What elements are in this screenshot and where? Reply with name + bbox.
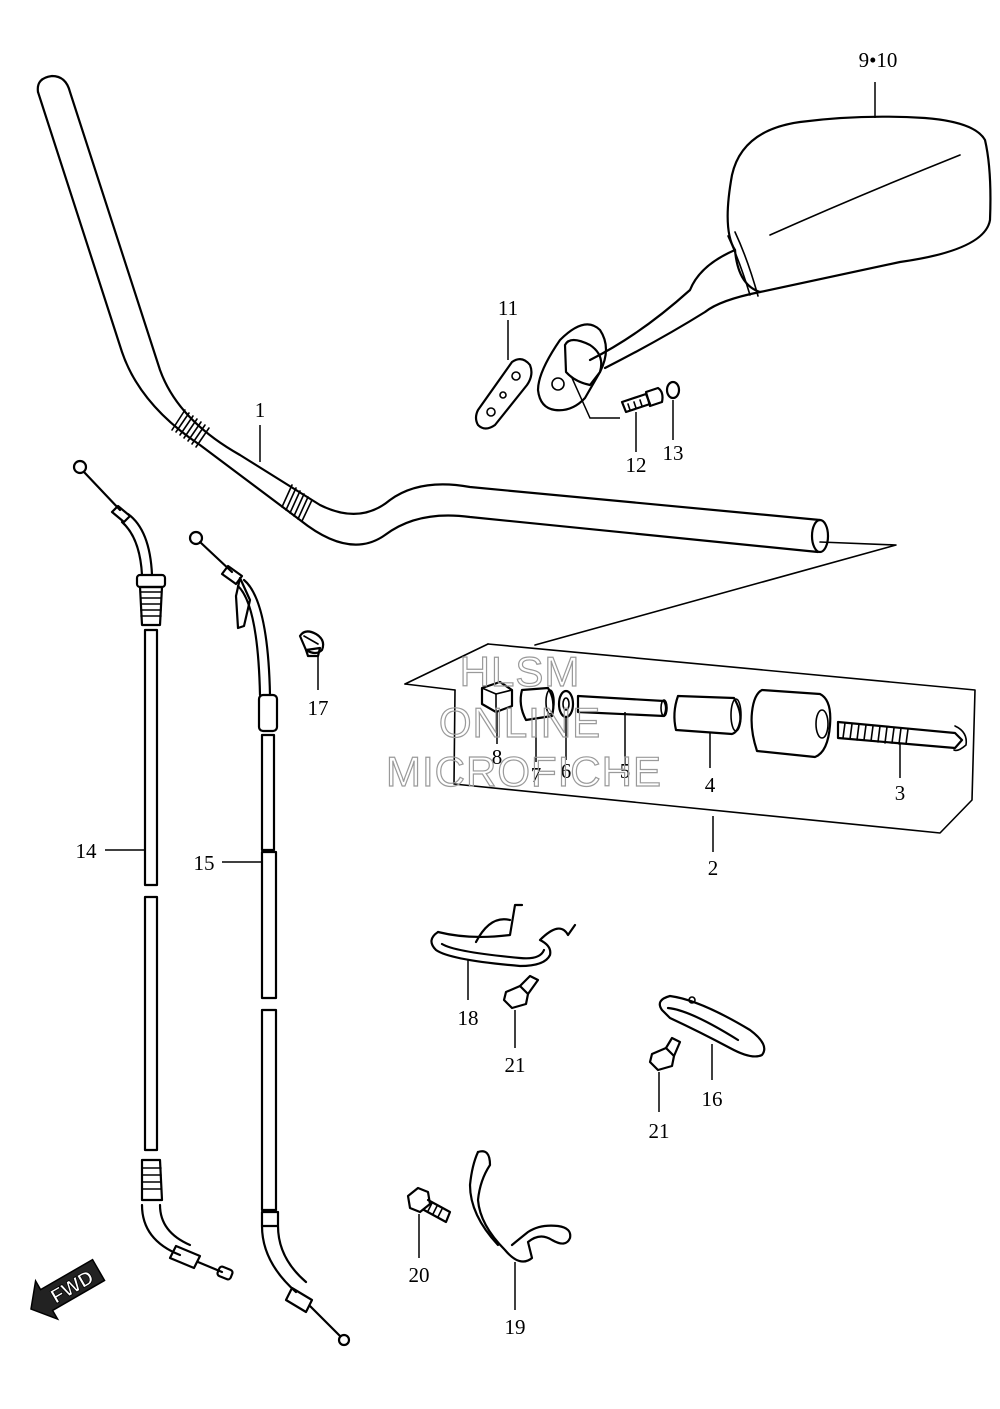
callout-6: 6 bbox=[561, 759, 572, 783]
callout-11: 11 bbox=[498, 296, 518, 320]
callout-13: 13 bbox=[663, 441, 684, 465]
callout-3: 3 bbox=[895, 781, 906, 805]
bar-end-bolt bbox=[836, 720, 968, 778]
watermark-line-2: ONLINE bbox=[439, 699, 601, 746]
callout-19: 19 bbox=[505, 1315, 526, 1339]
handlebar-knurling bbox=[171, 409, 313, 522]
callout-4: 4 bbox=[705, 773, 716, 797]
bar-end-sleeve bbox=[576, 694, 668, 764]
bar-end-weight bbox=[750, 688, 832, 759]
callout-8: 8 bbox=[492, 745, 503, 769]
mirror-cap bbox=[665, 380, 681, 440]
clip-19 bbox=[468, 1150, 572, 1310]
callout-21a: 21 bbox=[505, 1053, 526, 1077]
callout-9-10: 9•10 bbox=[859, 48, 898, 72]
throttle-cable-15 bbox=[188, 530, 351, 1347]
mirror-assembly bbox=[536, 82, 992, 419]
mirror-bracket-plate bbox=[474, 320, 533, 430]
clamp-16 bbox=[658, 994, 766, 1080]
mirror-bolt bbox=[620, 386, 664, 452]
callout-12: 12 bbox=[626, 453, 647, 477]
callout-7: 7 bbox=[531, 763, 542, 787]
bolt-20 bbox=[406, 1186, 452, 1258]
bar-end-washer bbox=[557, 689, 575, 760]
callout-21b: 21 bbox=[649, 1119, 670, 1143]
watermark-line-1: HLSM bbox=[460, 648, 581, 695]
callout-1: 1 bbox=[255, 398, 266, 422]
fwd-arrow: FWD bbox=[30, 1258, 106, 1321]
callout-2: 2 bbox=[708, 856, 719, 880]
callout-14: 14 bbox=[76, 839, 98, 863]
bar-end-rubber bbox=[519, 686, 555, 762]
bar-end-box bbox=[404, 541, 976, 852]
bar-end-nut bbox=[480, 680, 514, 744]
throttle-cable-14 bbox=[72, 459, 234, 1281]
callout-16: 16 bbox=[702, 1087, 723, 1111]
watermark-line-3: MICROFICHE bbox=[386, 748, 662, 795]
callout-labels: 1 9•10 11 12 13 8 7 6 5 4 3 2 14 15 17 1… bbox=[76, 48, 906, 1339]
callout-17: 17 bbox=[308, 696, 329, 720]
callout-5: 5 bbox=[620, 759, 631, 783]
handlebar bbox=[36, 74, 830, 554]
callout-15: 15 bbox=[194, 851, 215, 875]
watermark: HLSM ONLINE MICROFICHE bbox=[385, 647, 662, 795]
bolt-21b bbox=[648, 1036, 682, 1112]
callout-18: 18 bbox=[458, 1006, 479, 1030]
screw-17 bbox=[298, 630, 325, 690]
bar-end-collar bbox=[673, 694, 742, 768]
clamp-18 bbox=[430, 903, 577, 1000]
bolt-21a bbox=[502, 974, 540, 1048]
fwd-arrow-icon bbox=[30, 1258, 106, 1321]
callout-20: 20 bbox=[409, 1263, 430, 1287]
